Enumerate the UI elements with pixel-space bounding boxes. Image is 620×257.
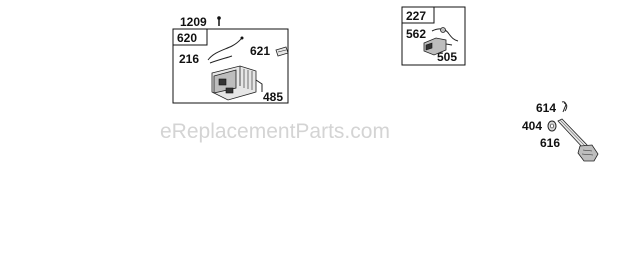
pin-icon xyxy=(217,16,221,26)
cotter-pin-614-icon xyxy=(561,101,568,113)
part-label-216[interactable]: 216 xyxy=(179,52,199,66)
header-box-620 xyxy=(172,28,208,46)
assembly-box-620 xyxy=(172,28,289,104)
watermark-text: eReplacementParts.com xyxy=(160,120,390,143)
shaft-lever-616-icon xyxy=(557,118,599,162)
wire-lead-icon xyxy=(209,55,233,64)
part-label-614[interactable]: 614 xyxy=(536,101,556,115)
bracket-621-icon xyxy=(275,46,289,57)
part-label-1209[interactable]: 1209 xyxy=(180,15,207,29)
part-label-616[interactable]: 616 xyxy=(540,136,560,150)
part-label-485[interactable]: 485 xyxy=(263,90,283,104)
part-label-404[interactable]: 404 xyxy=(522,119,542,133)
group-left: 1209 620 216 621 485 xyxy=(172,15,289,104)
group-middle: 227 562 505 xyxy=(401,6,466,66)
part-label-505[interactable]: 505 xyxy=(437,50,457,64)
wire-terminal-icon xyxy=(240,36,244,40)
part-label-620[interactable]: 620 xyxy=(177,31,197,45)
part-label-227[interactable]: 227 xyxy=(406,9,426,23)
header-box-227 xyxy=(401,6,435,24)
control-bracket-485-icon xyxy=(211,65,263,101)
part-label-562[interactable]: 562 xyxy=(406,27,426,41)
washer-404-icon xyxy=(547,120,557,132)
wire-harness-216-icon xyxy=(207,37,243,61)
group-right: 614 404 616 xyxy=(522,101,599,162)
part-label-621[interactable]: 621 xyxy=(250,44,270,58)
throttle-control-562-icon xyxy=(423,27,459,56)
